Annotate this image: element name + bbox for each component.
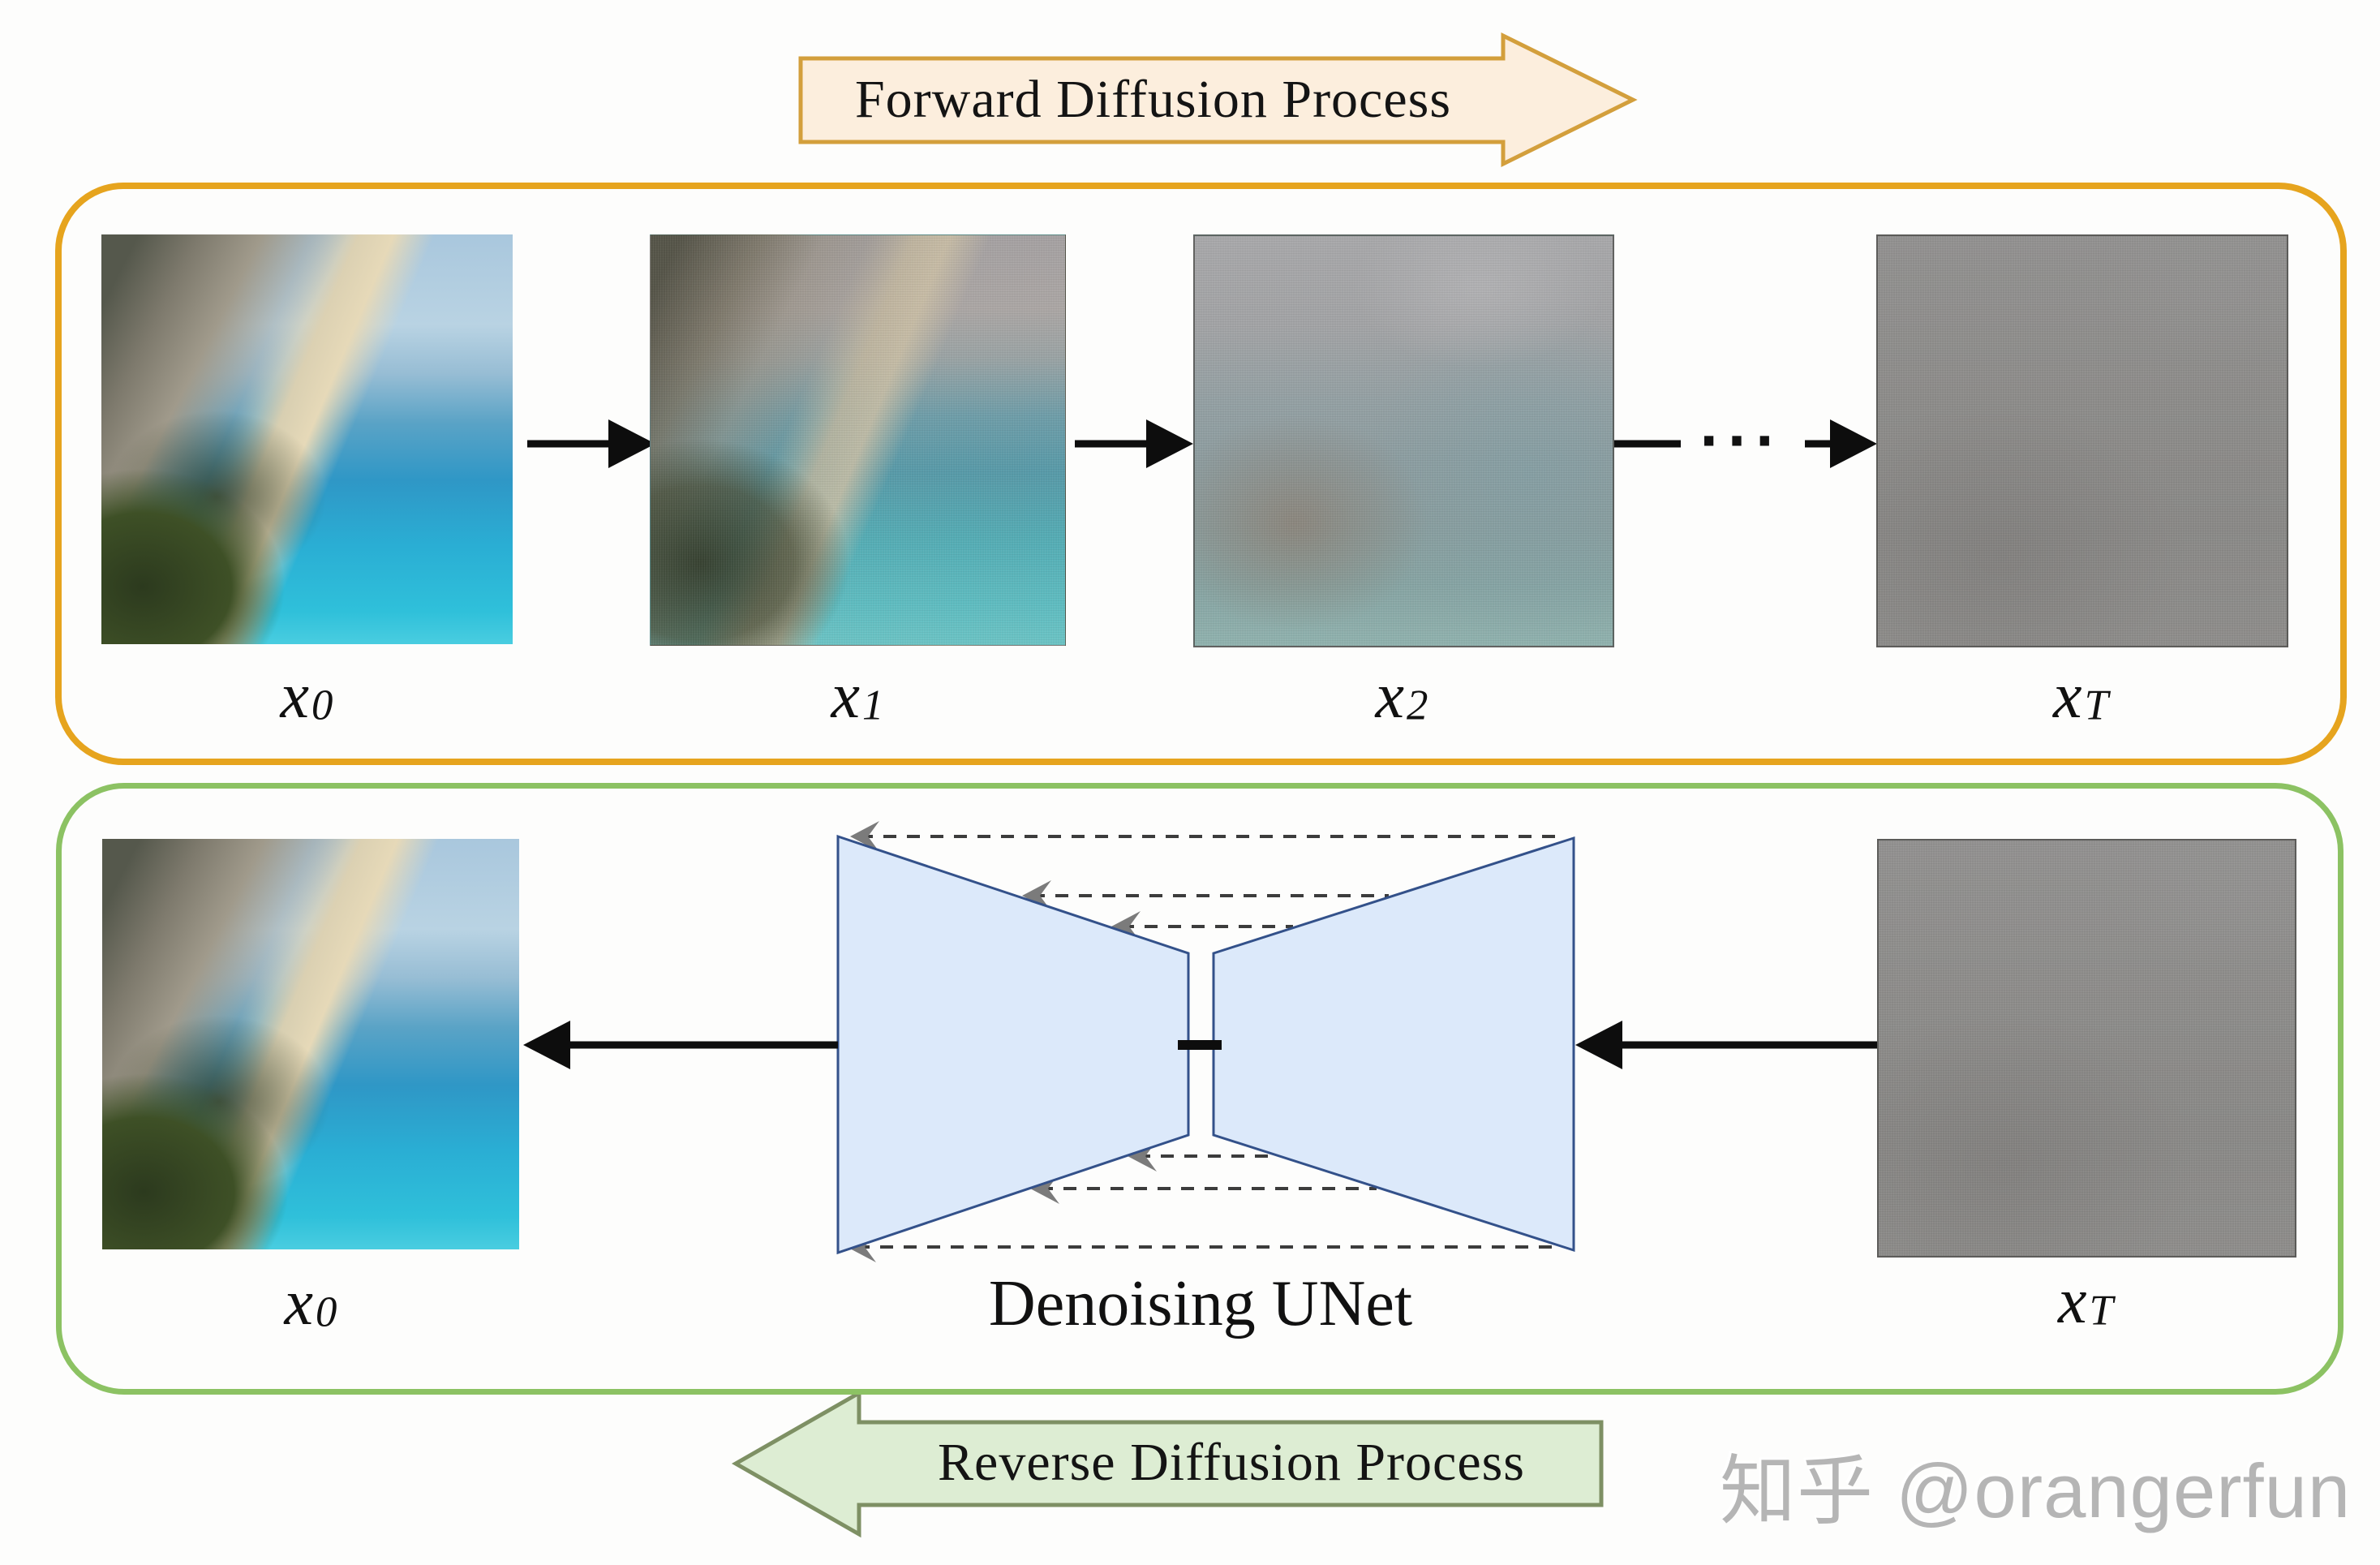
image-xT-pure-noise — [1876, 234, 2288, 647]
arrowhead-x0-to-x1 — [608, 419, 655, 468]
label-x0-sub: 0 — [311, 681, 333, 729]
forward-banner-arrow-shape — [798, 32, 1638, 168]
label-x0-bottom-sub: 0 — [316, 1288, 337, 1336]
reverse-process-box — [56, 783, 2343, 1395]
label-xT-sub: T — [2084, 681, 2108, 729]
noise-texture — [651, 235, 1065, 645]
noise-texture — [1878, 236, 2287, 646]
image-x2-noisy — [1193, 234, 1614, 647]
reverse-banner-label: Reverse Diffusion Process — [938, 1433, 1525, 1492]
image-x1-slightly-noisy — [650, 234, 1066, 646]
label-x2-base: x — [1375, 660, 1405, 732]
label-x2-sub: 2 — [1407, 681, 1428, 729]
denoising-unet-label: Denoising UNet — [988, 1267, 1413, 1339]
watermark-text: 知乎 @orangerfun — [1720, 1448, 2352, 1533]
arrowhead-x1-to-x2 — [1146, 419, 1193, 468]
label-x0-base: x — [280, 660, 310, 732]
forward-process-box — [55, 183, 2347, 765]
noise-texture — [1879, 841, 2295, 1256]
arrowhead-xT-to-unet — [1575, 1021, 1622, 1069]
image-x0-denoised — [102, 839, 519, 1249]
arrowhead-unet-to-x0 — [523, 1021, 570, 1069]
skip-arrowhead — [1022, 880, 1051, 911]
label-xT-bottom-base: x — [2058, 1265, 2087, 1337]
ellipsis-dots: ··· — [1699, 412, 1783, 472]
unet-encoder-shape — [836, 834, 1190, 1255]
reverse-flow-arrows — [523, 1021, 1877, 1069]
noise-texture — [1195, 236, 1613, 646]
image-xT-noise-input — [1877, 839, 2296, 1258]
forward-banner-label: Forward Diffusion Process — [854, 69, 1452, 129]
label-x0-bottom-base: x — [284, 1266, 314, 1339]
label-xT-bottom-sub: T — [2089, 1287, 2113, 1335]
arrowhead-ellipsis-to-xT — [1830, 419, 1877, 468]
skip-arrowhead — [850, 821, 879, 852]
reverse-banner-arrow-shape — [731, 1389, 1604, 1538]
label-x1-base: x — [831, 660, 861, 732]
image-x0-clean — [101, 234, 513, 644]
label-xT-base: x — [2053, 660, 2082, 732]
label-x1-sub: 1 — [862, 681, 884, 729]
forward-flow-arrows — [527, 419, 1877, 468]
unet-decoder-shape — [1212, 836, 1575, 1253]
unet-skip-connections — [847, 821, 1566, 1262]
